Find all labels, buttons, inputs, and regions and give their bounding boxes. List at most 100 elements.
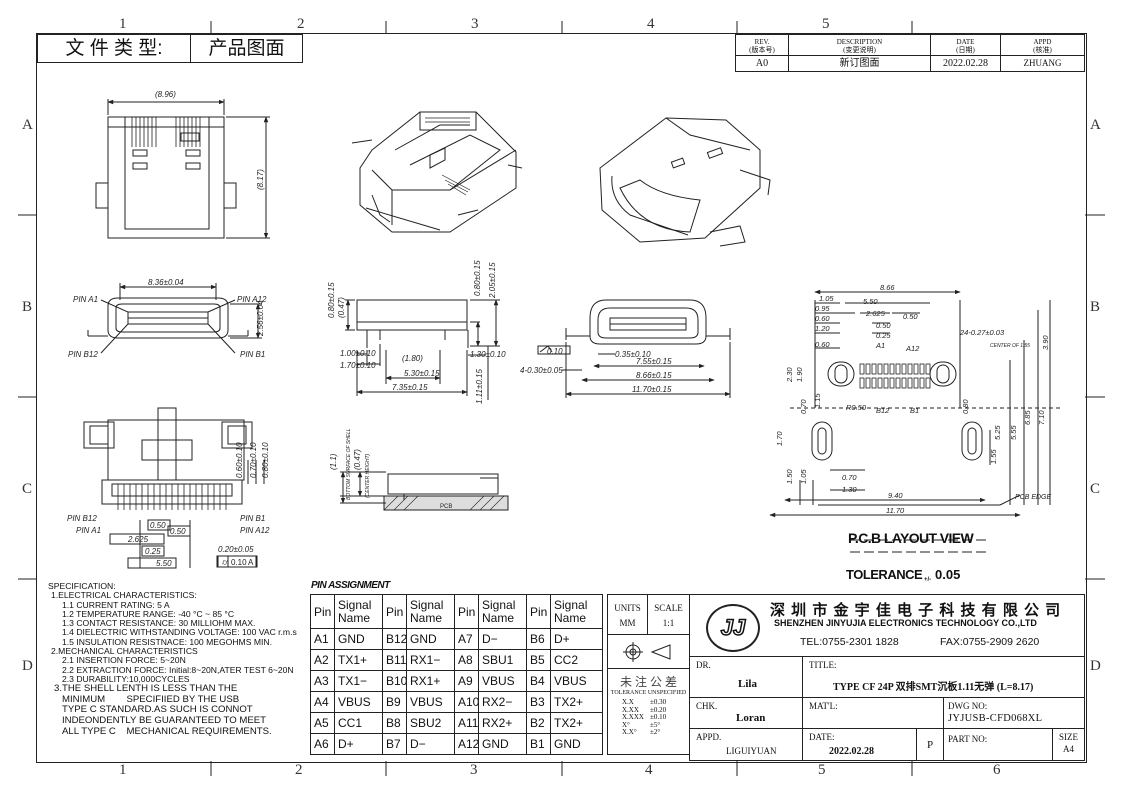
pin-cell: B7 [382,733,407,755]
company-name-cn: 深 圳 市 金 宇 佳 电 子 科 技 有 限 公 司 [770,602,1062,619]
flatness-symbol: ⌭ [222,558,228,567]
dim-pin-b1: PIN B1 [240,350,265,359]
tol-row: X.XX±0.20 [622,705,667,714]
tol-row: X.X±0.30 [622,698,667,706]
signal-cell: GND [406,628,455,650]
signal-cell: VBUS [406,691,455,713]
spec-line: MINIMUM SPECIFIIED BY THE USB [62,693,240,705]
size-value: A4 [1063,744,1074,754]
dim-bot-050b: 0.50 [170,527,186,536]
pin-cell: A3 [310,670,335,692]
signal-cell: D+ [334,733,383,755]
pcb-d390: 3.90 [1041,335,1050,350]
pcb-d080: 0.80 [961,399,970,414]
spec-line: 1.5 INSULATION RESISTNACE: 100 MEGOHMS M… [62,636,272,647]
chk-cell: CHK. Loran [689,697,803,729]
dim-bot-550: 5.50 [156,559,172,568]
company-fax: FAX:0755-2909 2620 [940,636,1040,648]
signal-cell: TX2+ [550,691,603,713]
signal-cell: CC1 [334,712,383,734]
signal-cell: TX2+ [550,712,603,734]
dim-f2-4x030: 4-0.30±0.05 [520,366,563,375]
dim-f2-755: 7.55±0.15 [636,357,672,366]
dim-f2-866: 8.66±0.15 [636,371,672,380]
pin-cell: A7 [454,628,479,650]
doc-type-value: 产品图面 [190,34,303,63]
dim-side-530: 5.30±0.15 [404,369,440,378]
pcb-d190: 1.90 [795,367,804,382]
title-cell: TITLE: TYPE CF 24P 双排SMT沉板1.11无弹 (L=8.17… [802,656,1085,698]
tolerance-value: 0.05 [935,567,960,582]
dim-side-111: 1.11±0.15 [475,369,484,404]
signal-header: Signal Name [406,594,455,629]
zone-bottom-2: 2 [295,762,303,778]
spec-line: 2.3 DURABILITY:10,000CYCLES [62,673,190,684]
scale-label: SCALE [654,603,683,613]
signal-cell: RX1+ [406,670,455,692]
appd-label: APPD. [696,732,722,742]
zone-bottom-6: 6 [993,762,1001,778]
zone-right-c: C [1090,481,1101,497]
pcb-d130: 1.30 [842,485,857,494]
pin-header: Pin [382,594,407,629]
company-logo: JJ [706,604,760,652]
pin-assignment-title: PIN ASSIGNMENT [311,580,390,591]
tolerance-sign: +/- [924,577,931,583]
pcb-d550: 5.50 [863,297,878,306]
dim-front-width: 8.36±0.04 [148,278,184,287]
spec-line: 1.ELECTRICAL CHARACTERISTICS: [51,590,197,601]
zone-right-d: D [1090,658,1101,674]
tol-sub: TOLERANCE UNSPECIFIED [610,690,687,696]
pcb-d070b: 0.70 [842,473,857,482]
pcb-d230: 2.30 [785,367,794,383]
size-cell: SIZE A4 [1052,728,1085,761]
pcb-r050: R0.50 [846,403,867,412]
chk-label: CHK. [696,701,718,711]
dwg-cell: DWG NO: JYJUSB-CFD068XL [943,697,1085,729]
pcb-d105: 1.05 [819,294,834,303]
pcb-d050b: 0.50 [876,321,891,330]
signal-cell: RX2− [478,691,527,713]
tol-title: 未 注 公 差 [619,675,677,689]
pcb-d555: 5.55 [1009,425,1018,440]
dim-bot-pina1: PIN A1 [76,526,101,535]
dr-label: DR. [696,660,711,670]
dim-f2-035: 0.35±0.10 [615,350,651,359]
dim-bot-080: 0.80±0.10 [261,442,270,478]
dim-bot-020: 0.20±0.05 [218,545,254,554]
pin-cell: A4 [310,691,335,713]
zone-left-b: B [22,299,33,315]
iso-view-2 [599,117,771,247]
signal-cell: VBUS [550,670,603,692]
pcb-d170: 1.70 [775,431,784,446]
pin-cell: A12 [454,733,479,755]
tol-row: X°±5° [622,720,661,729]
units-label: UNITS [614,603,641,613]
dim-bot-a: A [248,558,254,567]
tolerance-prefix: TOLERANCE [846,567,923,582]
pin-cell: A6 [310,733,335,755]
dwg-label: DWG NO: [948,701,988,711]
pcb-edge: PCB EDGE [1015,494,1052,501]
pin-cell: B10 [382,670,407,692]
pcb-d940: 9.40 [888,491,903,500]
material-cell: MAT'L: [802,697,944,729]
top-view [95,99,270,239]
pcb-d1170: 11.70 [886,506,905,515]
signal-cell: RX1− [406,649,455,671]
pin-header: Pin [454,594,479,629]
pcb-d070: 0.70 [799,399,808,414]
pin-header: Pin [526,594,551,629]
pin-cell: B9 [382,691,407,713]
signal-cell: VBUS [334,691,383,713]
signal-header: Signal Name [550,594,603,629]
dr-value: Lila [738,678,757,690]
dim-side-100: 1.00±0.10 [340,349,376,358]
pcb-d050a: 0.50 [903,312,918,321]
title-label: TITLE: [809,660,837,670]
zone-top-2: 2 [297,16,305,32]
dim-bot-070: 0.70±0.10 [249,442,258,478]
